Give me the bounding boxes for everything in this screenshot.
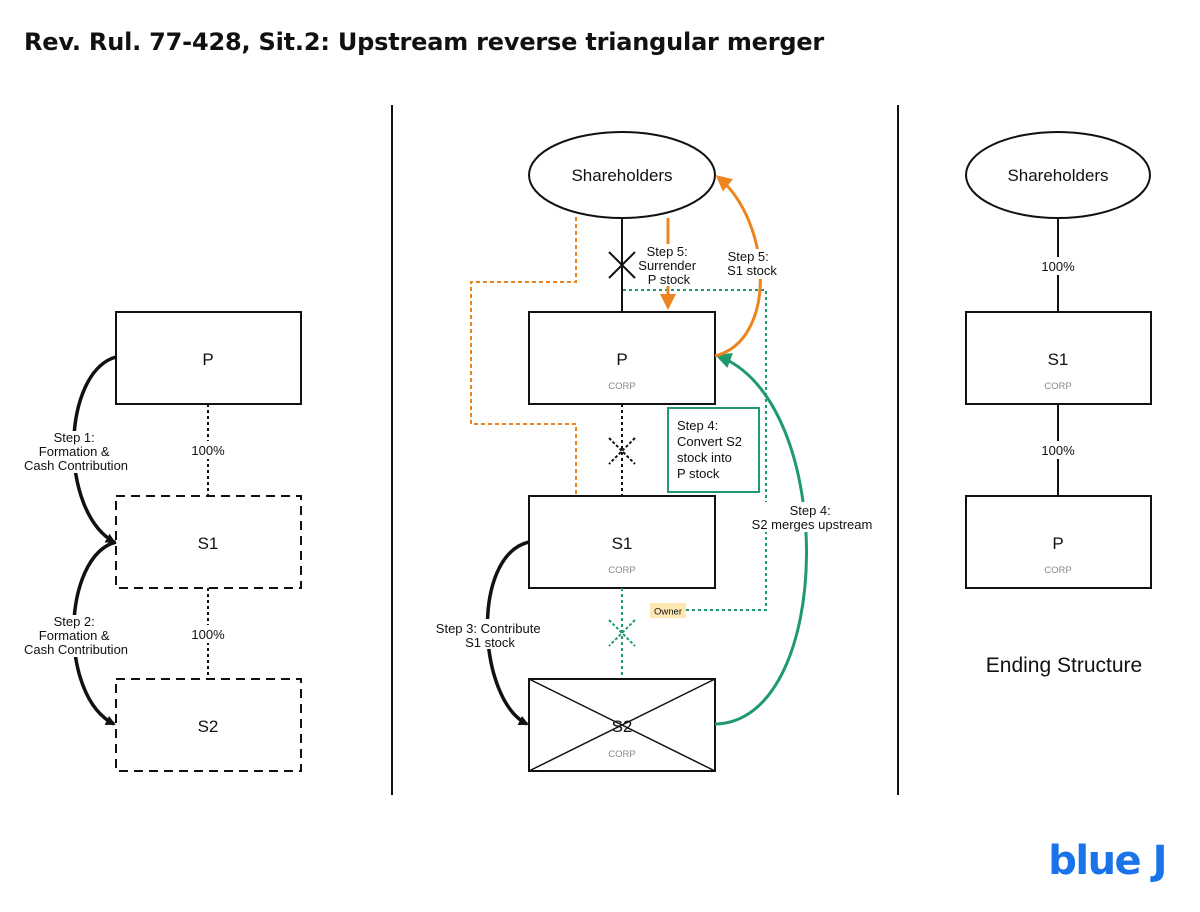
mid-shareholders-label: Shareholders xyxy=(571,166,672,185)
mid-s1-label: S1 xyxy=(612,534,633,553)
mid-step4-merge-arrow xyxy=(714,352,808,726)
mid-step4-box xyxy=(667,407,760,493)
left-step2-label: Step 2: Formation & Cash Contribution xyxy=(20,614,138,657)
left-p-label: P xyxy=(202,350,213,369)
right-s1-box xyxy=(965,311,1152,405)
left-step1-label: Step 1: Formation & Cash Contribution xyxy=(20,430,138,473)
right-sh-s1-pct: 100% xyxy=(1041,259,1075,274)
right-shareholders-label: Shareholders xyxy=(1007,166,1108,185)
left-panel: P S1 S2 100% 100% Step 1: Formation & Ca… xyxy=(20,311,302,772)
svg-text:Step 5: S1 stock: Step 5: S1 stock xyxy=(727,249,777,278)
mid-green-owner-route xyxy=(622,289,767,611)
page-title: Rev. Rul. 77-428, Sit.2: Upstream revers… xyxy=(24,28,825,56)
mid-s1-corp: CORP xyxy=(608,565,635,576)
middle-panel: Shareholders P CORP S1 CORP Owner S2 xyxy=(432,131,882,772)
right-p-box xyxy=(965,495,1152,589)
right-panel: Shareholders 100% S1 CORP 100% P CORP En… xyxy=(965,131,1152,677)
x-mark-icon xyxy=(608,251,636,279)
right-caption: Ending Structure xyxy=(986,654,1142,677)
mid-orange-dashed-line xyxy=(470,216,577,494)
left-p-s1-pct: 100% xyxy=(191,443,225,458)
mid-s2-corp: CORP xyxy=(608,749,635,760)
svg-text:Step 2: Formation &: Step 2: Formation & Cash Contribution xyxy=(24,614,128,657)
mid-s1-box xyxy=(528,495,716,589)
left-s1-label: S1 xyxy=(198,534,219,553)
mid-step4-box-text: Step 4: Convert S2 stock into P stock xyxy=(677,418,746,481)
mid-owner-badge xyxy=(650,603,686,618)
left-s1-s2-pct: 100% xyxy=(191,627,225,642)
x-mark-icon xyxy=(608,437,636,465)
left-s2-label: S2 xyxy=(198,717,219,736)
right-p-corp: CORP xyxy=(1044,565,1071,576)
x-mark-icon xyxy=(608,619,636,647)
mid-p-label: P xyxy=(616,350,627,369)
mid-step4-merge-label: Step 4: S2 merges upstream xyxy=(746,502,882,532)
brand-logo: blue J xyxy=(1048,838,1167,884)
mid-s2-label: S2 xyxy=(612,717,633,736)
x-mark-icon xyxy=(528,678,716,772)
svg-text:Step 3: Contribute S1: Step 3: Contribute S1 stock xyxy=(436,621,544,650)
svg-text:Step 5: Surrender: Step 5: Surrender P stock xyxy=(638,244,699,287)
mid-p-box xyxy=(528,311,716,405)
mid-owner-badge-label: Owner xyxy=(654,607,682,618)
mid-step5-surrender-label: Step 5: Surrender P stock xyxy=(638,244,702,287)
left-p-box xyxy=(115,311,302,405)
mid-step3-label: Step 3: Contribute S1 stock xyxy=(432,619,550,650)
right-p-label: P xyxy=(1052,534,1063,553)
mid-step5-s1-label: Step 5: S1 stock xyxy=(722,249,782,279)
mid-p-corp: CORP xyxy=(608,381,635,392)
right-s1-p-pct: 100% xyxy=(1041,443,1075,458)
right-s1-corp: CORP xyxy=(1044,381,1071,392)
svg-text:Step 4: S2 merges upst: Step 4: S2 merges upstream xyxy=(752,503,873,532)
svg-text:Step 1: Formation &: Step 1: Formation & Cash Contribution xyxy=(24,430,128,473)
right-s1-label: S1 xyxy=(1048,350,1069,369)
